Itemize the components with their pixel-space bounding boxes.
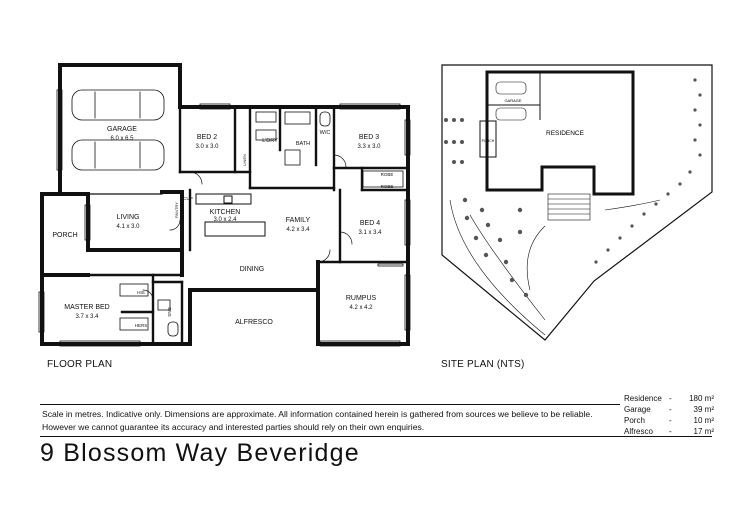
area-value: 39 m²	[693, 405, 714, 414]
rumpus-dims: 4.2 x 4.2	[349, 305, 373, 311]
floor-plan-drawing: GARAGE 6.0 x 6.5 BED 2 3.0 x 3.0 BED 3 3…	[38, 63, 713, 347]
family-dims: 4.2 x 3.4	[286, 227, 310, 233]
area-value: 10 m²	[693, 416, 714, 425]
master-bed-label: MASTER BED	[64, 304, 110, 311]
area-value: 17 m²	[693, 427, 714, 436]
kitchen-label: KITCHEN	[210, 209, 241, 216]
bed3-label: BED 3	[359, 134, 379, 141]
living-dims: 4.1 x 3.0	[116, 224, 140, 230]
area-label: Alfresco	[624, 427, 653, 436]
garden-paths	[449, 199, 661, 336]
hers-robe-label: HERS	[135, 323, 148, 328]
family-label: FAMILY	[286, 217, 311, 224]
bed3-dims: 3.3 x 3.0	[357, 144, 381, 150]
area-row-residence: Residence- 180 m²	[624, 394, 714, 403]
his-robe-label: HIS	[137, 290, 145, 295]
master-bed-dims: 3.7 x 3.4	[75, 314, 99, 320]
bathroom-fixtures	[119, 111, 404, 337]
room-labels: GARAGE 6.0 x 6.5 BED 2 3.0 x 3.0 BED 3 3…	[52, 126, 393, 328]
robe-label-2: ROBE	[381, 184, 394, 189]
rumpus-label: RUMPUS	[346, 295, 377, 302]
area-label: Garage	[624, 405, 651, 414]
area-row-alfresco: Alfresco- 17 m²	[624, 427, 714, 436]
site-porch-label: PORCH	[482, 139, 495, 143]
floor-plan-caption: FLOOR PLAN	[47, 359, 113, 370]
wc-label: W/C	[320, 130, 331, 136]
area-summary: Residence- 180 m² Garage- 39 m² Porch- 1…	[624, 393, 714, 437]
robe-label-1: ROBE	[381, 172, 394, 177]
area-label: Residence	[624, 394, 662, 403]
alfresco-label: ALFRESCO	[235, 319, 273, 326]
cupboard-label: CUP	[183, 196, 193, 201]
site-plan-caption: SITE PLAN (NTS)	[441, 359, 525, 370]
laundry-label: L'DRY	[262, 138, 278, 144]
door-swings	[142, 154, 353, 301]
area-value: 180 m²	[689, 394, 714, 403]
site-porch	[479, 120, 497, 158]
interior-walls	[40, 105, 410, 346]
bed4-dims: 3.1 x 3.4	[358, 230, 382, 236]
area-row-garage: Garage- 39 m²	[624, 405, 714, 414]
garage-label: GARAGE	[107, 126, 137, 133]
site-plan: RESIDENCE GARAGE PORCH	[441, 64, 713, 341]
site-garage-label: GARAGE	[504, 98, 521, 103]
bath-label: BATH	[296, 141, 310, 147]
dining-label: DINING	[240, 266, 265, 273]
site-boundary	[441, 64, 713, 341]
steps	[547, 193, 591, 221]
living-label: LIVING	[117, 214, 140, 221]
windows	[38, 89, 411, 347]
area-row-porch: Porch- 10 m²	[624, 416, 714, 425]
kitchen-bench	[195, 193, 266, 237]
area-label: Porch	[624, 416, 645, 425]
divider-bottom	[40, 436, 712, 437]
porch-label: PORCH	[52, 232, 77, 239]
disclaimer-text: Scale in metres. Indicative only. Dimens…	[42, 409, 593, 432]
ensuite-label: ENS	[167, 307, 172, 316]
shrubs	[444, 78, 702, 298]
outer-walls	[40, 63, 410, 346]
pantry-label: PANTRY	[174, 202, 179, 218]
sliding-doors	[99, 249, 291, 291]
linen-label: LINEN	[242, 154, 247, 166]
bed2-dims: 3.0 x 3.0	[195, 144, 219, 150]
divider-top	[40, 404, 620, 405]
property-address: 9 Blossom Way Beveridge	[40, 439, 360, 467]
bed4-label: BED 4	[360, 220, 380, 227]
garage-dims: 6.0 x 6.5	[110, 136, 134, 142]
car-outlines	[71, 89, 165, 171]
kitchen-dims: 3.0 x 2.4	[213, 217, 237, 223]
site-residence-label: RESIDENCE	[546, 130, 585, 137]
residence-footprint	[485, 70, 635, 196]
bed2-label: BED 2	[197, 134, 217, 141]
